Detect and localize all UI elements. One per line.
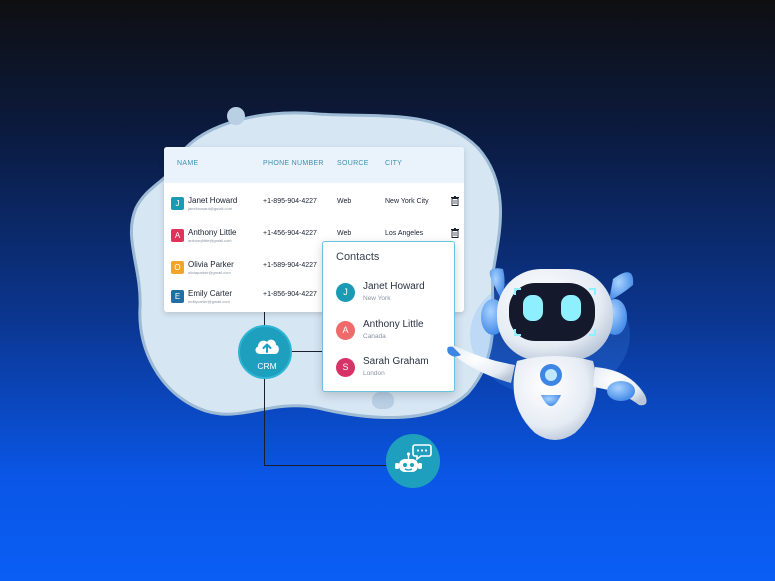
contact-email: anthonylittle@gmail.com [188,238,232,243]
trash-icon[interactable] [451,196,459,206]
contact-name: Olivia Parker [188,260,234,269]
contacts-title: Contacts [336,251,380,263]
header-source: SOURCE [337,160,369,167]
contact-phone: +1-589-904-4227 [263,262,317,269]
trash-icon[interactable] [451,228,459,238]
table-row[interactable]: J Janet Howard janethoward@gmail.com +1-… [164,191,464,221]
header-phone: PHONE NUMBER [263,160,324,167]
contact-name: Emily Carter [188,289,233,298]
contact-name: Sarah Graham [363,356,429,367]
contact-name: Anthony Little [188,228,237,237]
contact-city: New York City [385,198,429,205]
avatar: E [171,290,184,303]
table-header: NAME PHONE NUMBER SOURCE CITY [164,147,464,183]
avatar: A [171,229,184,242]
avatar: J [171,197,184,210]
robot-mascot-icon [447,268,647,440]
contact-phone: +1-856-904-4227 [263,291,317,298]
avatar: J [336,283,355,302]
blob-dot [227,107,245,125]
chatbot-icon [395,444,432,472]
contact-name: Janet Howard [188,196,238,205]
contact-source: Web [337,198,352,205]
contact-city: Los Angeles [385,230,424,237]
avatar: O [171,261,184,274]
contact-source: Web [337,230,352,237]
connector-line [292,351,322,352]
avatar: A [336,321,355,340]
contact-email: janethoward@gmail.com [188,206,233,211]
crm-badge[interactable]: CRM [238,325,292,379]
contact-item[interactable]: S Sarah Graham London [336,356,454,382]
contact-name: Anthony Little [363,319,424,330]
contact-location: Canada [363,333,386,340]
cloud-upload-icon [255,339,279,354]
contact-phone: +1-895-904-4227 [263,198,317,205]
blob-dot [372,391,394,409]
contact-email: oliviaparker@gmail.com [188,270,231,275]
chatbot-badge[interactable] [386,434,440,488]
contact-email: emilycarter@gmail.com [188,299,230,304]
connector-line [264,465,386,466]
contact-location: New York [363,295,391,302]
contacts-card: Contacts J Janet Howard New York A Antho… [322,241,455,392]
contact-item[interactable]: J Janet Howard New York [336,281,454,307]
table-row[interactable]: E Emily Carter emilycarter@gmail.com +1-… [164,284,464,312]
avatar: S [336,358,355,377]
contact-location: London [363,370,385,377]
crm-label: CRM [257,361,277,371]
contact-phone: +1-456-904-4227 [263,230,317,237]
contact-name: Janet Howard [363,281,425,292]
table-row[interactable]: O Olivia Parker oliviaparker@gmail.com +… [164,255,464,285]
contact-item[interactable]: A Anthony Little Canada [336,319,454,345]
connector-line [264,312,265,325]
header-city: CITY [385,160,403,167]
header-name: NAME [177,160,199,167]
table-row[interactable]: A Anthony Little anthonylittle@gmail.com… [164,223,464,253]
connector-line [264,379,265,465]
